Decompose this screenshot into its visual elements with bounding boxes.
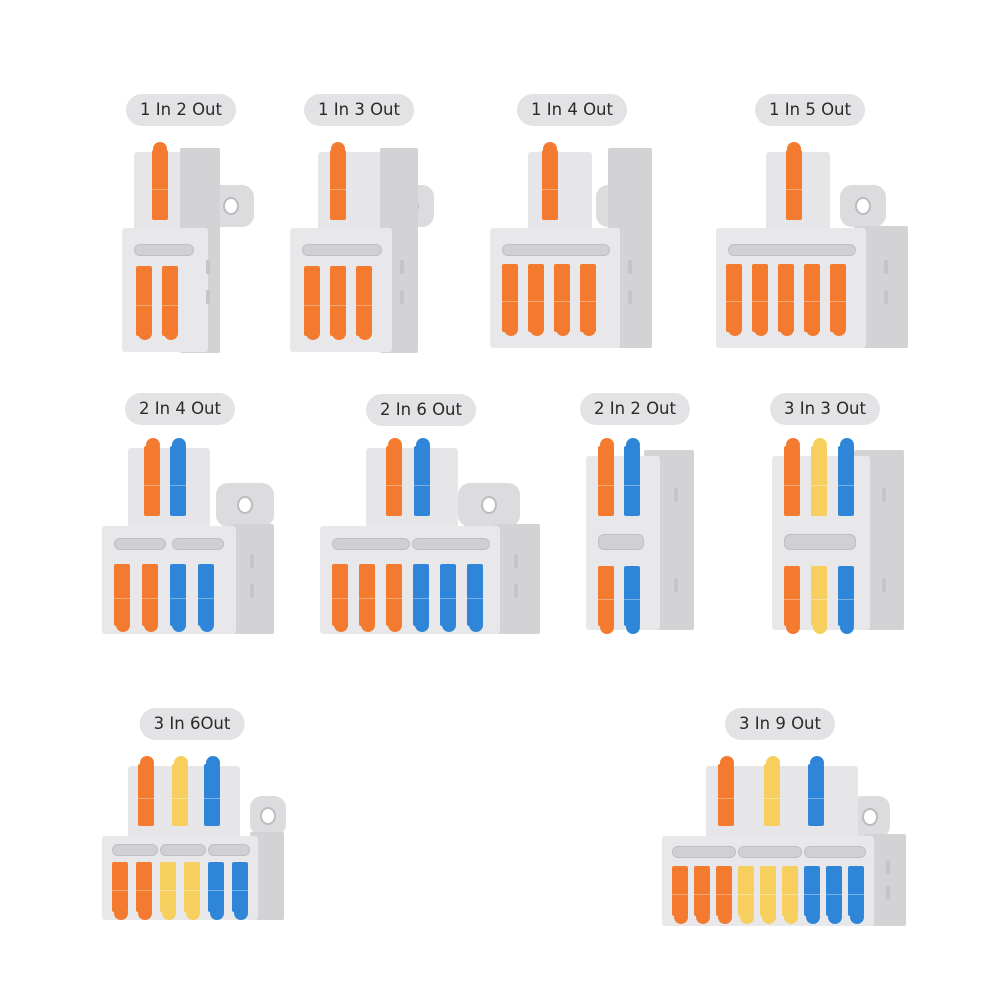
connector-illustration [584,438,699,643]
connector-illustration [288,140,448,370]
test-slot [502,244,610,256]
mounting-ear [250,796,286,836]
mounting-ear [458,483,520,527]
connector-illustration [318,438,544,643]
mounting-ear [840,185,886,227]
connector-illustration [488,140,658,370]
label-pill: 2 In 6 Out [366,394,476,426]
connector-illustration [118,140,258,370]
label-pill: 2 In 2 Out [580,393,690,425]
test-slot [728,244,856,256]
mounting-ear [216,483,274,527]
test-slot [134,244,194,256]
connector-illustration [714,140,914,370]
connector-illustration [770,438,910,643]
test-slot [302,244,382,256]
output-lever [162,266,178,336]
label-pill: 1 In 3 Out [304,94,414,126]
label-pill: 3 In 3 Out [770,393,880,425]
input-lever [152,150,168,220]
connector-illustration [100,438,280,643]
connector-illustration [100,756,290,926]
label-pill: 1 In 5 Out [755,94,865,126]
input-lever [542,150,558,220]
label-pill: 1 In 4 Out [517,94,627,126]
input-lever [786,150,802,220]
input-lever [330,150,346,220]
output-lever [136,266,152,336]
label-pill: 3 In 6Out [139,708,245,740]
label-pill: 1 In 2 Out [126,94,236,126]
label-pill: 2 In 4 Out [125,393,235,425]
connector-illustration [660,756,910,931]
label-pill: 3 In 9 Out [725,708,835,740]
